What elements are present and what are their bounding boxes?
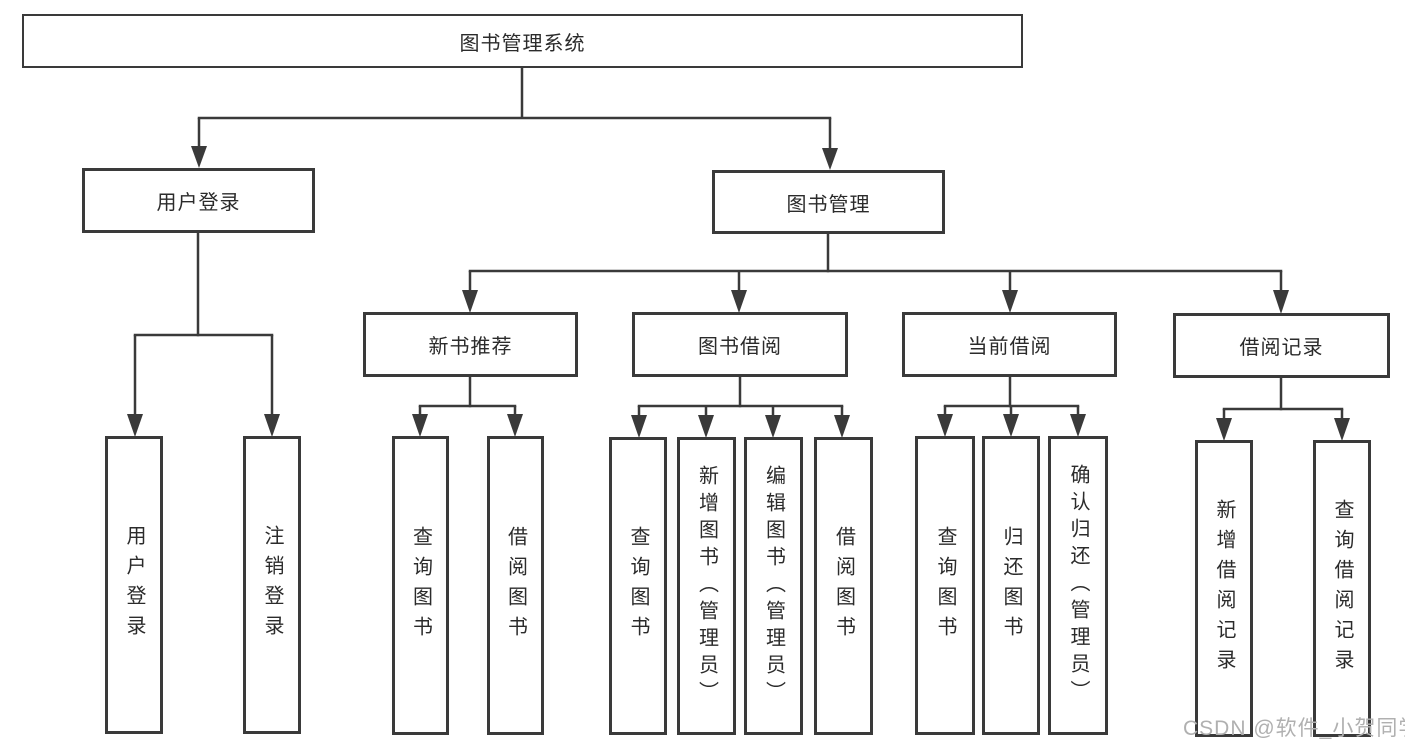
node-leaf-recommend-borrow-books-label: 借阅图书 [504, 525, 527, 646]
node-leaf-record-add: 新增借阅记录 [1195, 440, 1253, 737]
arrowheads [127, 146, 1350, 441]
node-leaf-current-query-books-label: 查询图书 [934, 525, 956, 646]
node-root-label: 图书管理系统 [459, 32, 586, 55]
node-book-borrow-label: 图书借阅 [698, 336, 782, 358]
node-book-management-label: 图书管理 [786, 193, 871, 216]
node-leaf-user-login-label: 用户登录 [123, 525, 145, 645]
node-book-borrow: 图书借阅 [632, 312, 848, 377]
watermark: CSDN @软件_小贺同学 [1183, 717, 1405, 740]
node-root: 图书管理系统 [22, 14, 1023, 68]
node-leaf-recommend-query-books: 查询图书 [392, 436, 449, 735]
node-current-borrow-label: 当前借阅 [967, 336, 1052, 358]
node-user-login-label: 用户登录 [156, 192, 241, 214]
node-user-login: 用户登录 [82, 168, 315, 233]
node-leaf-current-return-books-label: 归还图书 [1000, 525, 1022, 646]
node-current-borrow: 当前借阅 [902, 312, 1117, 377]
node-leaf-borrow-borrow-books-label: 借阅图书 [832, 526, 855, 646]
node-leaf-borrow-borrow-books: 借阅图书 [814, 437, 873, 735]
node-leaf-record-add-label: 新增借阅记录 [1213, 498, 1235, 679]
node-borrow-record-label: 借阅记录 [1239, 337, 1324, 359]
node-leaf-user-login: 用户登录 [105, 436, 163, 734]
node-leaf-borrow-edit-books: 编辑图书（管理员） [744, 437, 803, 735]
node-leaf-borrow-edit-books-label: 编辑图书（管理员） [762, 464, 785, 708]
node-leaf-current-return-books: 归还图书 [982, 436, 1040, 735]
node-leaf-record-query: 查询借阅记录 [1313, 440, 1371, 737]
node-leaf-current-confirm-return: 确认归还（管理员） [1048, 436, 1108, 735]
node-leaf-logout-label: 注销登录 [261, 525, 283, 645]
node-leaf-current-query-books: 查询图书 [915, 436, 975, 735]
node-leaf-record-query-label: 查询借阅记录 [1331, 498, 1353, 679]
node-leaf-logout: 注销登录 [243, 436, 301, 734]
node-leaf-borrow-add-books: 新增图书（管理员） [677, 437, 736, 735]
node-leaf-recommend-borrow-books: 借阅图书 [487, 436, 544, 735]
node-leaf-recommend-query-books-label: 查询图书 [409, 525, 432, 646]
node-book-management: 图书管理 [712, 170, 945, 234]
node-leaf-borrow-query-books-label: 查询图书 [627, 526, 649, 646]
node-borrow-record: 借阅记录 [1173, 313, 1390, 378]
node-leaf-borrow-query-books: 查询图书 [609, 437, 667, 735]
node-leaf-current-confirm-return-label: 确认归还（管理员） [1067, 464, 1089, 707]
node-leaf-borrow-add-books-label: 新增图书（管理员） [695, 464, 718, 708]
node-new-book-recommend-label: 新书推荐 [428, 336, 513, 358]
node-new-book-recommend: 新书推荐 [363, 312, 578, 377]
